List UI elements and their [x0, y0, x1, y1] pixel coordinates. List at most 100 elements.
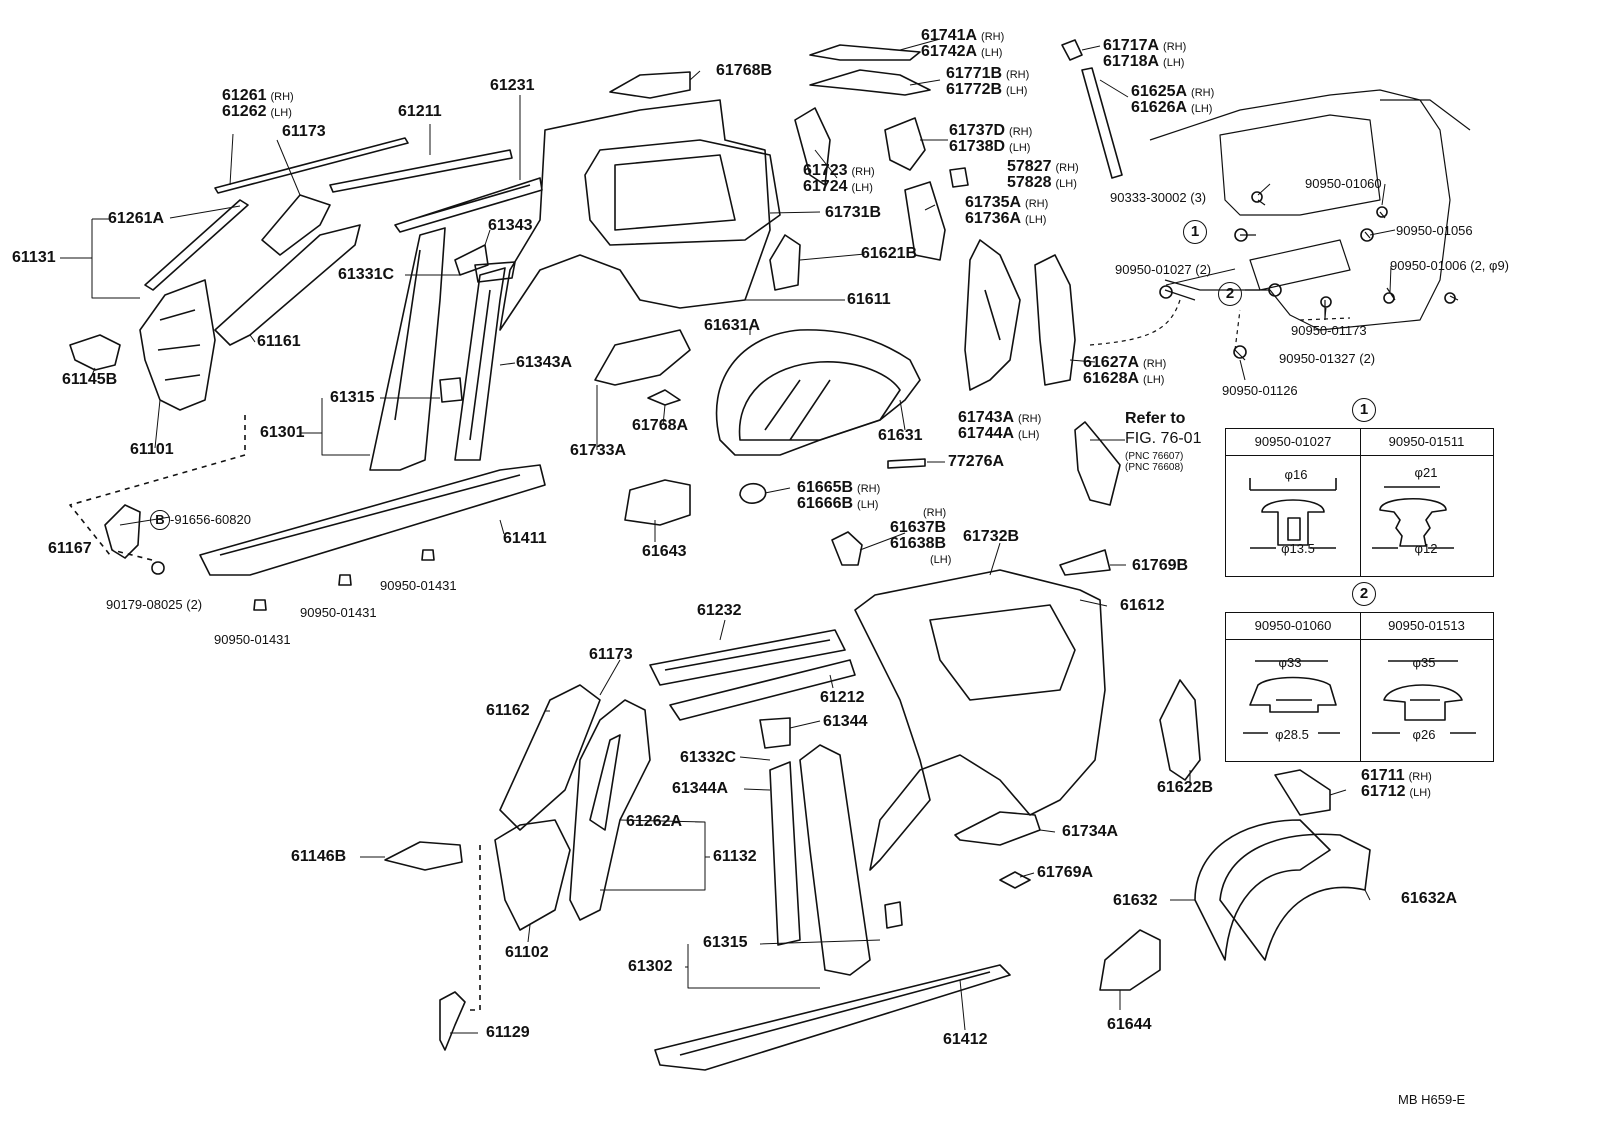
clip-profile-90950-01060: [1243, 660, 1340, 734]
clip-90950-01060-b: [1376, 206, 1388, 218]
label-61301: 61301: [260, 424, 305, 441]
part-61232: [649, 629, 846, 686]
label-61743A: 61743A(RH): [958, 409, 1042, 426]
clip-90950-01006-a: [1383, 292, 1395, 304]
part-61741A: [809, 44, 921, 61]
refer-part: [1074, 421, 1121, 506]
label-61637B-rh: (RH): [923, 507, 947, 519]
label-61627A: 61627A(RH): [1083, 354, 1167, 371]
part-61631: [738, 361, 901, 441]
table2-left-bottom: φ28.5: [1275, 727, 1309, 742]
clip-marker-1: [1234, 228, 1248, 242]
table2-right-bottom: φ26: [1412, 727, 1436, 742]
label-90950-01431-b: 90950-01431: [300, 605, 377, 620]
label-61212: 61212: [820, 689, 865, 706]
label-61622B: 61622B: [1157, 779, 1214, 796]
label-90950-01431-c: 90950-01431: [380, 578, 457, 593]
label-61261A: 61261A: [108, 210, 165, 227]
table1-right-top: φ21: [1414, 465, 1438, 480]
label-61731B: 61731B: [825, 204, 882, 221]
part-61146B: [384, 841, 463, 871]
part-57827: [949, 167, 969, 188]
label-61768B: 61768B: [716, 62, 773, 79]
label-61315-a: 61315: [330, 389, 375, 406]
part-61717A: [1061, 39, 1083, 61]
label-61211: 61211: [398, 103, 442, 120]
part-61733A: [594, 329, 691, 386]
label-61632: 61632: [1113, 892, 1158, 909]
label-61146B: 61146B: [291, 848, 347, 865]
label-61611: 61611: [847, 291, 891, 308]
part-61621B: [769, 234, 801, 291]
part-61769B: [1059, 549, 1111, 576]
label-61769B: 61769B: [1132, 557, 1189, 574]
part-61315-b: [884, 901, 903, 929]
part-61612-window: [929, 604, 1076, 701]
label-61771B: 61771B(RH): [946, 65, 1030, 82]
table1-left-head: 90950-01027: [1226, 429, 1360, 456]
label-61261: 61261(RH): [222, 87, 294, 104]
fastener-90950-01431-b: [338, 574, 352, 586]
label-90333-30002: 90333-30002 (3): [1110, 190, 1207, 205]
table2-left-head: 90950-01060: [1226, 613, 1360, 640]
label-61231: 61231: [490, 77, 535, 94]
label-61173-b: 61173: [589, 646, 633, 663]
part-61412: [654, 964, 1011, 1071]
label-61711: 61711(RH): [1361, 767, 1432, 784]
table2-right-top: φ35: [1412, 655, 1436, 670]
label-61643: 61643: [642, 543, 687, 560]
label-77276A: 77276A: [948, 453, 1005, 470]
label-61772B: 61772B(LH): [946, 81, 1028, 98]
label-90950-01006: 90950-01006 (2, φ9): [1390, 258, 1510, 273]
table1-marker: 1: [1352, 398, 1376, 422]
label-61344: 61344: [823, 713, 868, 730]
clip-90950-01056: [1360, 228, 1374, 242]
label-90950-01126: 90950-01126: [1222, 383, 1298, 398]
part-61723: [794, 107, 831, 186]
label-61302: 61302: [628, 958, 673, 975]
part-61261: [214, 137, 409, 194]
label-61621B: 61621B: [861, 245, 918, 262]
label-61733A: 61733A: [570, 442, 627, 459]
part-61743A: [964, 239, 1021, 391]
label-61173-a: 61173: [282, 123, 326, 140]
label-61666B: 61666B(LH): [797, 495, 879, 512]
label-61232: 61232: [697, 602, 742, 619]
part-61145B: [69, 334, 121, 371]
part-61161: [214, 224, 361, 346]
label-61145B: 61145B: [62, 371, 118, 388]
label-61637B: 61637B: [890, 519, 947, 536]
fastener-90179: [151, 561, 165, 575]
label-61626A: 61626A(LH): [1131, 99, 1213, 116]
label-61736A: 61736A(LH): [965, 210, 1047, 227]
part-61627A: [1034, 254, 1076, 386]
part-61769A: [999, 871, 1031, 889]
part-61768B: [609, 71, 691, 99]
part-61162: [499, 684, 601, 831]
label-61315-b: 61315: [703, 934, 748, 951]
part-61622B: [1159, 679, 1201, 781]
label-90179-08025: 90179-08025 (2): [106, 597, 203, 612]
label-61738D: 61738D(LH): [949, 138, 1031, 155]
label-90950-01027: 90950-01027 (2): [1115, 262, 1212, 277]
clip-90950-01027: [1159, 285, 1173, 299]
table1-right-head: 90950-01511: [1360, 429, 1493, 456]
label-61737D: 61737D(RH): [949, 122, 1033, 139]
part-61167: [104, 504, 141, 559]
part-61731B: [584, 139, 781, 246]
table1-left-bottom: φ13.5: [1281, 541, 1315, 556]
leader-dashed: [69, 415, 246, 561]
vehicle-outline: [1149, 89, 1471, 331]
part-61711: [1274, 769, 1331, 816]
table2-marker: 2: [1352, 582, 1376, 606]
table1-right-bottom: φ12: [1414, 541, 1438, 556]
part-61344: [759, 717, 791, 749]
label-61129: 61129: [486, 1024, 530, 1041]
table1-left-top: φ16: [1284, 467, 1308, 482]
part-61665B: [739, 482, 767, 504]
part-61611: [499, 99, 771, 331]
part-61315-a: [439, 377, 463, 403]
part-61771B: [809, 69, 931, 96]
label-61412: 61412: [943, 1031, 988, 1048]
label-61712: 61712(LH): [1361, 783, 1431, 800]
